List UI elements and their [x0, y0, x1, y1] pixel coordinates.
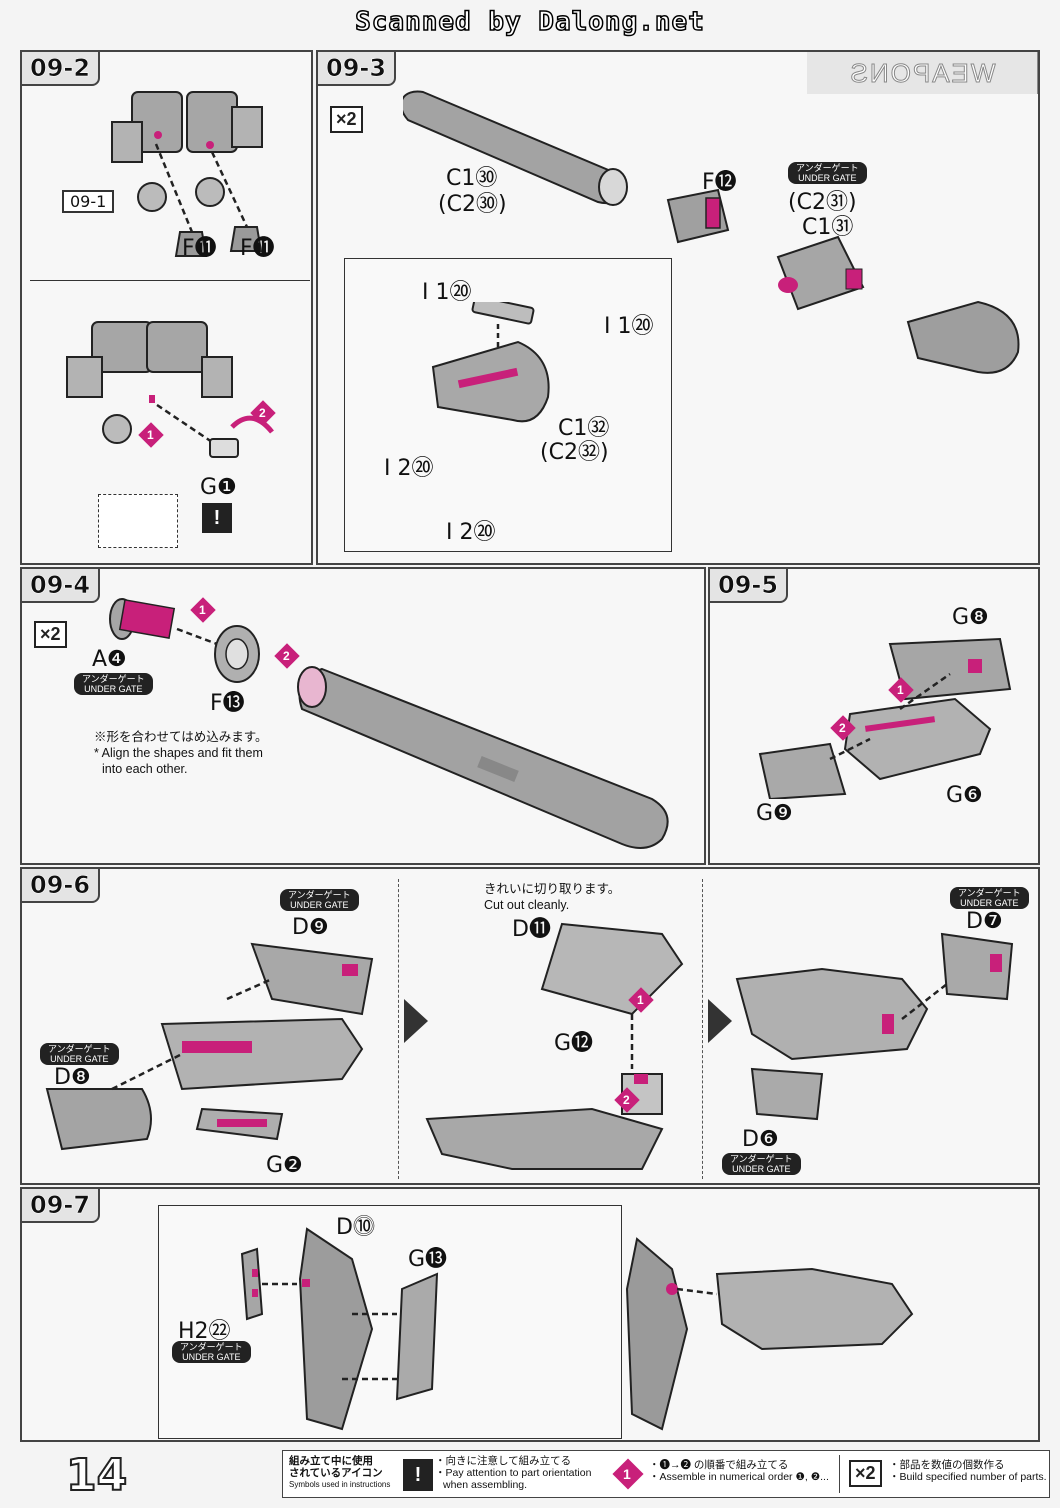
tube-part-c1-30 [403, 90, 628, 206]
part-label: F⓬ [702, 170, 737, 195]
legend-orientation: ・向きに注意して組み立てる ・Pay attention to part ori… [435, 1455, 592, 1491]
step-marker-2-num: 2 [839, 721, 846, 735]
long-barrel-diagram [297, 666, 669, 849]
part-label: D❾ [292, 915, 329, 940]
count-icon: ×2 [330, 106, 363, 133]
gun-assembly-diagram [758, 637, 1012, 799]
substep-divider [398, 879, 399, 1179]
step-marker-2-num: 2 [259, 406, 266, 420]
legend-divider [839, 1455, 840, 1493]
part-label: D⓫ [512, 917, 551, 942]
page-number: 14 [65, 1449, 128, 1502]
step-number: 09-3 [316, 50, 397, 86]
panel-09-5: 09-5 G❽ G❾ G❻ 1 2 [708, 567, 1040, 865]
gun-body-diagram-b [425, 922, 684, 1170]
part-label: F⓫ [182, 236, 217, 261]
part-label: C1㉛ [802, 215, 854, 240]
detail-callout-line [30, 280, 310, 281]
step-number: 09-2 [20, 50, 101, 86]
cap-part [906, 300, 1020, 374]
connector-part-f12 [666, 188, 730, 244]
ref-step-label: 09-1 [62, 190, 115, 213]
step-number: 09-4 [20, 567, 101, 603]
detail-inset [158, 1205, 622, 1439]
count-icon: ×2 [849, 1460, 882, 1487]
legend-title: 組み立て中に使用 されているアイコン Symbols used in instr… [289, 1455, 391, 1489]
part-label: G❷ [266, 1153, 303, 1178]
part-label: D❽ [54, 1065, 91, 1090]
part-label: F⓫ [240, 236, 275, 261]
part-label: D⓾ [336, 1215, 375, 1240]
part-label: G⓭ [408, 1247, 448, 1272]
next-substep-arrow [404, 999, 428, 1043]
step-marker-2-num: 2 [283, 649, 290, 663]
cut-note: きれいに切り取ります。 Cut out cleanly. [484, 882, 621, 912]
gate-detail-box [98, 494, 178, 548]
muzzle-parts-diagram [109, 598, 260, 683]
part-label: G❶ [200, 475, 237, 500]
step-number: 09-7 [20, 1187, 101, 1223]
scanner-watermark: Scanned by Dalong.net [354, 6, 705, 38]
step-marker-1-num: 1 [637, 993, 644, 1007]
shield-assembly-diagram [240, 1227, 439, 1431]
final-gun-shield-diagram [625, 1237, 914, 1431]
part-label: G❽ [952, 605, 989, 630]
part-label: D❼ [966, 909, 1003, 934]
step-marker-1-num: 1 [147, 428, 154, 442]
part-label: (C2㉛) [788, 190, 857, 215]
part-label: I 1⑳ [604, 314, 654, 339]
part-label: I 1⑳ [422, 280, 472, 305]
step-number: 09-5 [708, 567, 789, 603]
alignment-note: ※形を合わせてはめ込みます。 * Align the shapes and fi… [94, 730, 268, 776]
order-step-icon-num: 1 [623, 1466, 631, 1482]
gun-body-diagram-a [45, 942, 374, 1151]
part-label: G❾ [756, 801, 793, 826]
part-label: F⓭ [210, 691, 245, 716]
part-label: C1㉚ [446, 166, 498, 191]
substep-divider [702, 879, 703, 1179]
barrel-part-c1-31 [776, 235, 865, 311]
next-substep-arrow [708, 999, 732, 1043]
panel-09-2: 09-2 09-1 F⓫ F⓫ 1 2 G❶ ! [20, 50, 313, 565]
part-label: G⓬ [554, 1031, 594, 1056]
count-icon: ×2 [34, 621, 67, 648]
weapons-banner: WEAPONS [807, 52, 1038, 94]
step-marker-1-num: 1 [897, 683, 904, 697]
legend-count: ・部品を数値の個数作る ・Build specified number of p… [889, 1459, 1047, 1483]
part-label: (C2㉜) [540, 440, 609, 465]
part-label: G❻ [946, 783, 983, 808]
orientation-warning-icon: ! [403, 1459, 433, 1491]
step-number: 09-6 [20, 867, 101, 903]
gun-body-diagram-c [735, 932, 1014, 1121]
part-label: A❹ [92, 647, 127, 672]
barrel-detail-c1-32 [431, 302, 550, 423]
part-label: I 2⑳ [384, 456, 434, 481]
step-marker-2-num: 2 [623, 1093, 630, 1107]
step-marker-1-num: 1 [199, 603, 206, 617]
part-label: C1㉜ [558, 416, 610, 441]
part-label: H2㉒ [178, 1319, 231, 1344]
hip-assembly-step2-diagram [66, 321, 274, 458]
orientation-warning-icon: ! [202, 503, 232, 533]
part-label: (C2㉚) [438, 192, 507, 217]
legend-order: ・❶→❷ の順番で組み立てる ・Assemble in numerical or… [649, 1459, 829, 1483]
part-label: D❻ [742, 1127, 779, 1152]
hip-assembly-diagram [111, 91, 263, 257]
part-label: I 2⑳ [446, 520, 496, 545]
icon-legend: 組み立て中に使用 されているアイコン Symbols used in instr… [282, 1450, 1050, 1498]
